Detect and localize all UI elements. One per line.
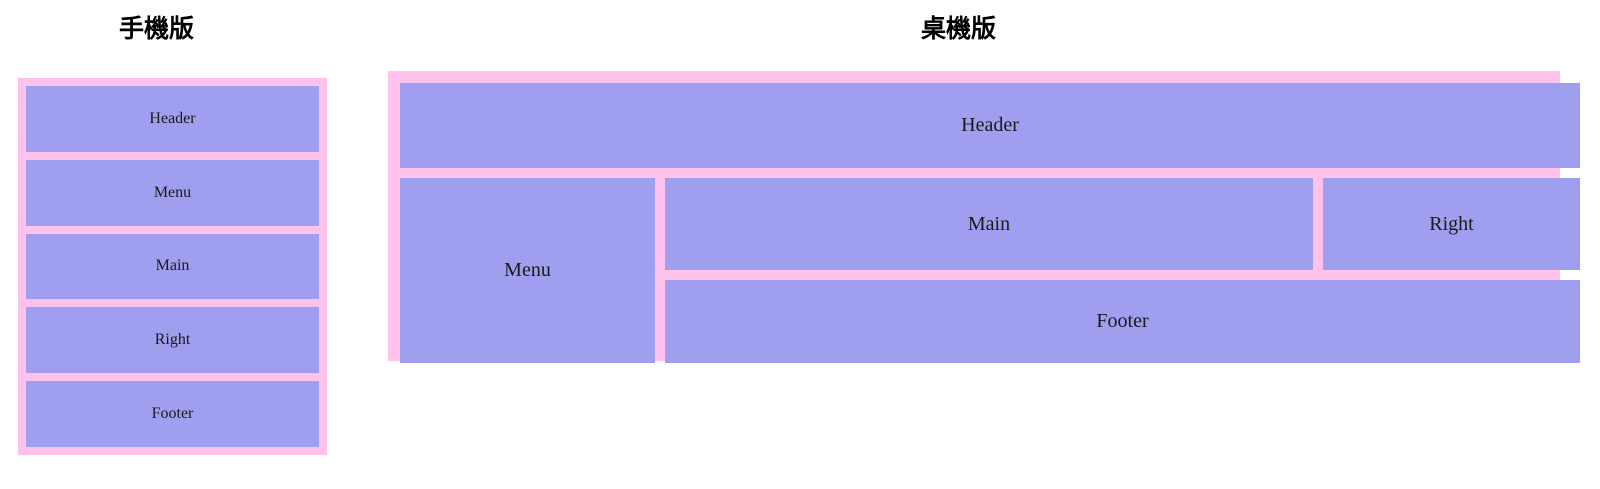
mobile-block-main: Main bbox=[26, 233, 319, 300]
desktop-block-footer: Footer bbox=[665, 280, 1580, 363]
mobile-block-right: Right bbox=[26, 307, 319, 374]
desktop-block-main: Main bbox=[665, 178, 1313, 270]
mobile-block-header: Header bbox=[26, 86, 319, 152]
mobile-block-footer: Footer bbox=[26, 381, 319, 447]
mobile-layout-container: Header Menu Main Right Footer bbox=[18, 78, 327, 455]
desktop-block-right: Right bbox=[1323, 178, 1580, 270]
desktop-layout-title: 桌機版 bbox=[921, 14, 997, 43]
mobile-block-menu: Menu bbox=[26, 159, 319, 226]
desktop-block-header: Header bbox=[400, 83, 1580, 168]
desktop-block-menu: Menu bbox=[400, 178, 655, 363]
desktop-layout-container: Header Menu Main Right Footer bbox=[388, 71, 1580, 363]
mobile-layout-title: 手機版 bbox=[119, 14, 195, 43]
